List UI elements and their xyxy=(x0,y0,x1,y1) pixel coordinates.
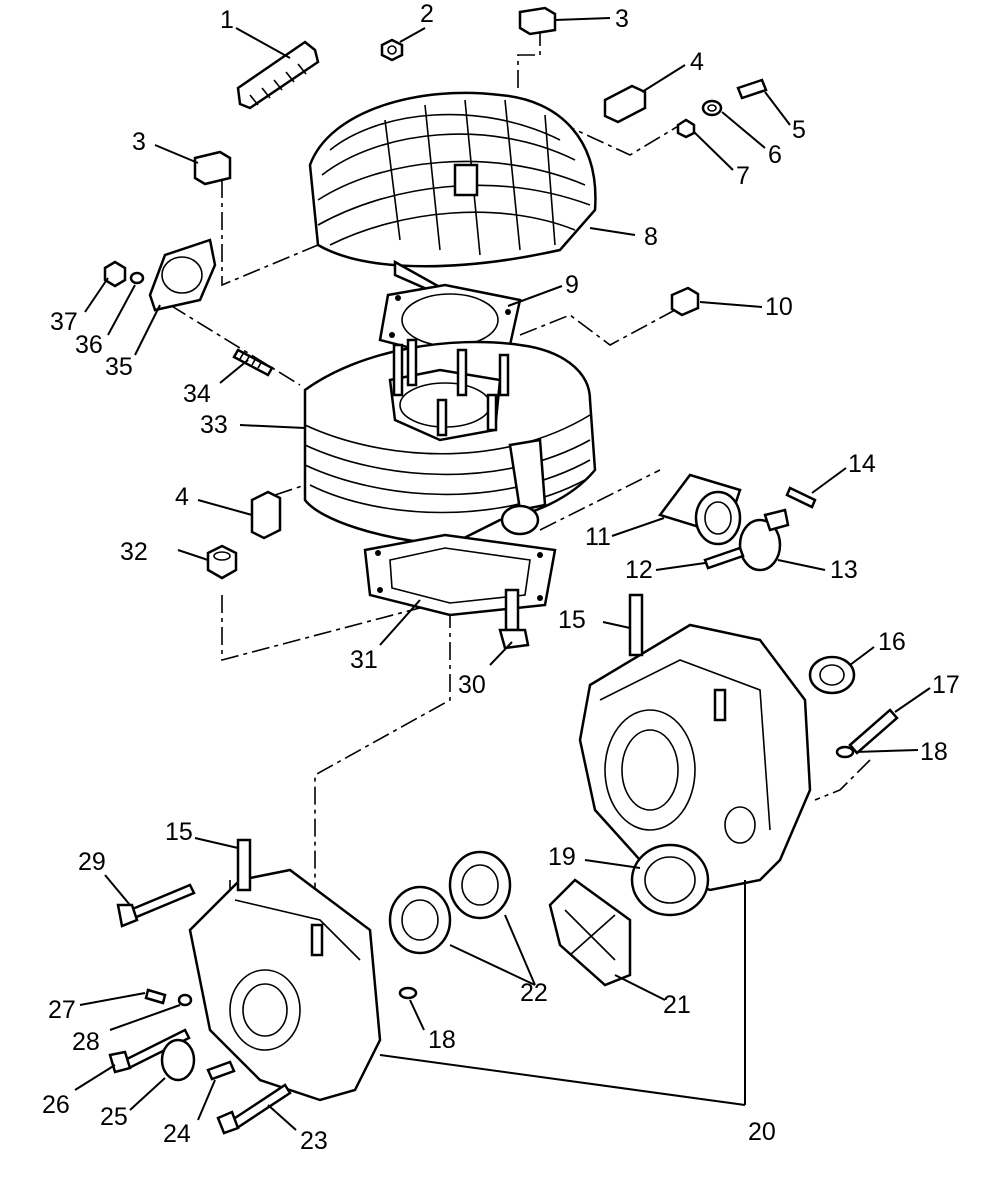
sensor-30 xyxy=(498,588,530,650)
nut-37 xyxy=(103,260,127,288)
callout-22: 22 xyxy=(520,979,548,1007)
bolt-27 xyxy=(144,988,167,1005)
callout-11: 11 xyxy=(585,523,611,551)
callout-9: 9 xyxy=(565,271,579,299)
nut-7 xyxy=(676,118,696,139)
cover-21 xyxy=(548,878,632,987)
bolt-29 xyxy=(116,883,196,928)
callout-34: 34 xyxy=(183,380,211,408)
callout-29: 29 xyxy=(78,848,106,876)
clip-3-left xyxy=(193,150,232,186)
clip-4-top xyxy=(603,84,647,124)
stud-34 xyxy=(232,348,274,377)
seal-25 xyxy=(160,1038,196,1082)
callout-15-right: 15 xyxy=(558,606,586,634)
callout-10: 10 xyxy=(765,293,793,321)
callout-24: 24 xyxy=(163,1120,191,1148)
callout-7: 7 xyxy=(736,162,750,190)
clamp-13 xyxy=(738,508,790,572)
cylinder-head xyxy=(308,91,597,310)
decompression-strip-1 xyxy=(236,40,320,110)
callout-8: 8 xyxy=(644,223,658,251)
callout-20: 20 xyxy=(748,1118,776,1146)
clip-4-left xyxy=(250,490,282,540)
intake-flange xyxy=(657,473,742,546)
callout-37: 37 xyxy=(50,308,78,336)
bolt-17 xyxy=(848,708,899,755)
callout-3-left: 3 xyxy=(132,128,146,156)
washer-28 xyxy=(177,993,193,1007)
callout-2: 2 xyxy=(420,0,434,28)
callout-21: 21 xyxy=(663,991,691,1019)
bolt-23 xyxy=(216,1083,292,1135)
callout-16: 16 xyxy=(878,628,906,656)
callout-33: 33 xyxy=(200,411,228,439)
callout-36: 36 xyxy=(75,331,103,359)
pin-18-right xyxy=(835,745,855,759)
callout-4-top: 4 xyxy=(690,48,704,76)
callout-35: 35 xyxy=(105,353,133,381)
callout-19: 19 xyxy=(548,843,576,871)
callout-27: 27 xyxy=(48,996,76,1024)
pin-18-left xyxy=(398,986,418,1000)
callout-18-right: 18 xyxy=(920,738,948,766)
bearing-22a xyxy=(448,850,512,920)
washer-6 xyxy=(701,99,723,117)
screw-5 xyxy=(736,78,768,100)
nut-32 xyxy=(206,544,238,580)
seal-16 xyxy=(808,655,856,695)
callout-17: 17 xyxy=(932,671,960,699)
callout-32: 32 xyxy=(120,538,148,566)
gasket-19 xyxy=(630,843,710,917)
cylinder xyxy=(303,338,597,547)
leader-lines xyxy=(74,17,931,1131)
callout-12: 12 xyxy=(625,556,653,584)
callout-3-top: 3 xyxy=(615,5,629,33)
screw-12 xyxy=(703,546,745,570)
callout-18-left: 18 xyxy=(428,1026,456,1054)
callout-30: 30 xyxy=(458,671,486,699)
callout-labels: 1 2 3 3 4 4 5 6 7 8 9 10 11 12 13 14 15 … xyxy=(42,0,960,1155)
bearing-22b xyxy=(388,885,452,955)
callout-1: 1 xyxy=(220,6,234,34)
crankcase-left xyxy=(188,838,382,1102)
callout-6: 6 xyxy=(768,141,782,169)
callout-5: 5 xyxy=(792,116,806,144)
callout-28: 28 xyxy=(72,1028,100,1056)
clip-10 xyxy=(670,286,700,317)
washer-36 xyxy=(129,271,145,285)
screw-24 xyxy=(206,1060,236,1081)
crankcase-right xyxy=(578,593,812,892)
callout-4-left: 4 xyxy=(175,483,189,511)
nut-2 xyxy=(380,38,404,62)
callout-15-left: 15 xyxy=(165,818,193,846)
screw-14 xyxy=(785,486,817,509)
callout-13: 13 xyxy=(830,556,858,584)
callout-23: 23 xyxy=(300,1127,328,1155)
callout-31: 31 xyxy=(350,646,378,674)
callout-14: 14 xyxy=(848,450,876,478)
base-gasket xyxy=(363,533,557,617)
clip-3-top xyxy=(518,6,557,36)
callout-25: 25 xyxy=(100,1103,128,1131)
callout-26: 26 xyxy=(42,1091,70,1119)
exhaust-gasket xyxy=(148,238,217,312)
